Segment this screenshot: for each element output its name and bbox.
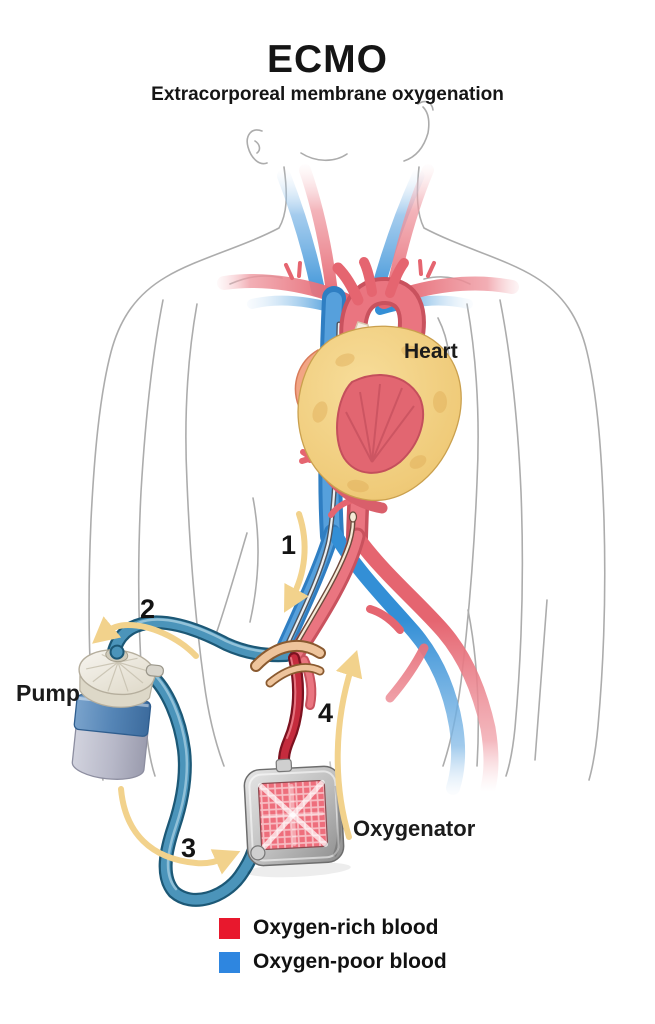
oxygenator-label: Oxygenator — [353, 816, 476, 841]
oxygenator-illustration — [243, 758, 351, 878]
oxygen-poor-swatch — [219, 951, 240, 973]
step-number-4: 4 — [318, 698, 334, 728]
cannulation-site-band — [250, 639, 326, 688]
heart-label: Heart — [404, 340, 458, 363]
oxygen-rich-swatch — [219, 917, 240, 939]
flow-arrows — [92, 511, 363, 875]
flow-arrow-3 — [118, 786, 241, 875]
oxygen-poor-label: Oxygen-poor blood — [253, 950, 447, 973]
flow-arrow-1 — [284, 511, 309, 613]
aortic-arch — [332, 257, 426, 359]
legend-item-oxygen-poor: Oxygen-poor blood — [219, 950, 447, 974]
step-number-3: 3 — [181, 833, 197, 863]
flow-arrow-4 — [334, 650, 363, 840]
artery-cannula — [290, 511, 358, 653]
page-title: ECMO — [267, 38, 388, 81]
flow-arrow-2 — [92, 616, 199, 659]
legend-item-oxygen-rich: Oxygen-rich blood — [219, 916, 447, 940]
step-number-1: 1 — [281, 530, 297, 560]
step-number-2: 2 — [140, 594, 156, 624]
heart-illustration — [294, 321, 462, 514]
page-subtitle: Extracorporeal membrane oxygenation — [151, 84, 504, 105]
oxygen-rich-label: Oxygen-rich blood — [253, 916, 439, 939]
pump-label: Pump — [16, 680, 80, 706]
pump-illustration — [71, 644, 164, 780]
legend: Oxygen-rich blood Oxygen-poor blood — [219, 916, 447, 974]
